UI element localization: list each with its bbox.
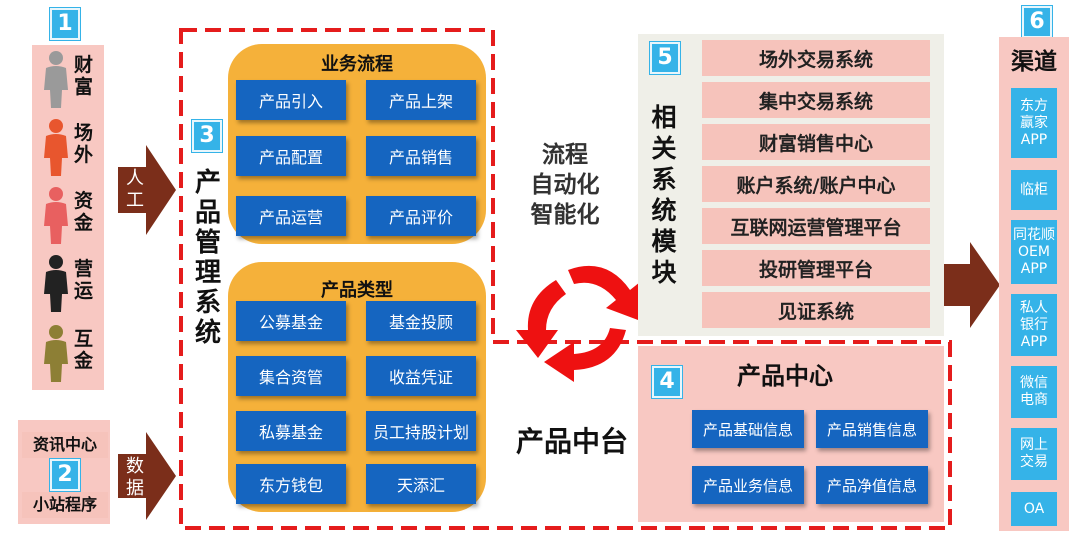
role-label-funds: 资金 bbox=[74, 190, 94, 234]
mini-program-label: 小站程序 bbox=[22, 492, 108, 518]
related-systems-title: 相 关 系 统 模 块 bbox=[651, 103, 677, 287]
middle-platform-label: 产品中台 bbox=[515, 425, 628, 458]
product-business-info[interactable]: 产品业务信息 bbox=[692, 466, 804, 504]
type-item-fund-advisory[interactable]: 基金投顾 bbox=[366, 301, 476, 341]
process-item-config[interactable]: 产品配置 bbox=[236, 136, 346, 176]
role-label-wealth: 财富 bbox=[74, 54, 94, 98]
badge-4: 4 bbox=[652, 366, 682, 398]
system-wealth-sales[interactable]: 财富销售中心 bbox=[702, 124, 930, 160]
info-center-label: 资讯中心 bbox=[22, 432, 108, 458]
person-icon-funds bbox=[44, 187, 68, 244]
person-icon-operations bbox=[44, 255, 68, 312]
system-internet-ops[interactable]: 互联网运营管理平台 bbox=[702, 208, 930, 244]
system-otc-trading[interactable]: 场外交易系统 bbox=[702, 40, 930, 76]
type-item-tiantianhui[interactable]: 天添汇 bbox=[366, 464, 476, 504]
product-type-title: 产品类型 bbox=[321, 280, 393, 301]
role-label-operations: 营运 bbox=[74, 258, 94, 302]
channel-online-trading[interactable]: 网上交易 bbox=[1011, 428, 1057, 480]
roles-panel bbox=[32, 45, 104, 390]
product-nav-info[interactable]: 产品净值信息 bbox=[816, 466, 928, 504]
business-process-title: 业务流程 bbox=[321, 54, 393, 75]
type-item-dongfang-wallet[interactable]: 东方钱包 bbox=[236, 464, 346, 504]
type-item-collective-am[interactable]: 集合资管 bbox=[236, 356, 346, 396]
badge-6: 6 bbox=[1022, 6, 1052, 38]
process-item-intro[interactable]: 产品引入 bbox=[236, 80, 346, 120]
role-label-internet-finance: 互金 bbox=[74, 328, 94, 372]
type-item-public-fund[interactable]: 公募基金 bbox=[236, 301, 346, 341]
person-icon-wealth bbox=[44, 51, 68, 108]
process-item-operation[interactable]: 产品运营 bbox=[236, 196, 346, 236]
cycle-arrows-icon bbox=[516, 265, 640, 382]
badge-3: 3 bbox=[192, 120, 222, 152]
badge-5: 5 bbox=[650, 42, 680, 74]
channel-counter[interactable]: 临柜 bbox=[1011, 170, 1057, 210]
manual-arrow-icon bbox=[118, 145, 176, 235]
system-centralized-trading[interactable]: 集中交易系统 bbox=[702, 82, 930, 118]
channel-wechat-ecommerce[interactable]: 微信电商 bbox=[1011, 366, 1057, 418]
system-research[interactable]: 投研管理平台 bbox=[702, 250, 930, 286]
person-icon-otc bbox=[44, 119, 68, 176]
product-sales-info[interactable]: 产品销售信息 bbox=[816, 410, 928, 448]
process-item-sales[interactable]: 产品销售 bbox=[366, 136, 476, 176]
badge-2: 2 bbox=[50, 459, 80, 491]
process-item-listing[interactable]: 产品上架 bbox=[366, 80, 476, 120]
role-label-otc: 场外 bbox=[74, 122, 94, 166]
product-management-title: 产 品 管 理 系 统 bbox=[194, 168, 221, 348]
data-arrow-label: 数据 bbox=[126, 456, 144, 499]
system-witness[interactable]: 见证系统 bbox=[702, 292, 930, 328]
type-item-private-fund[interactable]: 私募基金 bbox=[236, 411, 346, 451]
product-center-title: 产品中心 bbox=[737, 362, 833, 390]
product-basic-info[interactable]: 产品基础信息 bbox=[692, 410, 804, 448]
manual-arrow-label: 人工 bbox=[126, 168, 144, 211]
automation-caption: 流程 自动化 智能化 bbox=[530, 142, 600, 228]
person-icon-internet-finance bbox=[44, 325, 68, 382]
data-arrow-icon bbox=[118, 432, 176, 520]
type-item-employee-stock[interactable]: 员工持股计划 bbox=[366, 411, 476, 451]
badge-1: 1 bbox=[50, 8, 80, 40]
channels-title: 渠道 bbox=[1011, 49, 1057, 75]
channel-oa[interactable]: OA bbox=[1011, 492, 1057, 526]
channel-arrow-icon bbox=[944, 242, 1000, 328]
system-account[interactable]: 账户系统/账户中心 bbox=[702, 166, 930, 202]
type-item-income-certificate[interactable]: 收益凭证 bbox=[366, 356, 476, 396]
process-item-evaluation[interactable]: 产品评价 bbox=[366, 196, 476, 236]
